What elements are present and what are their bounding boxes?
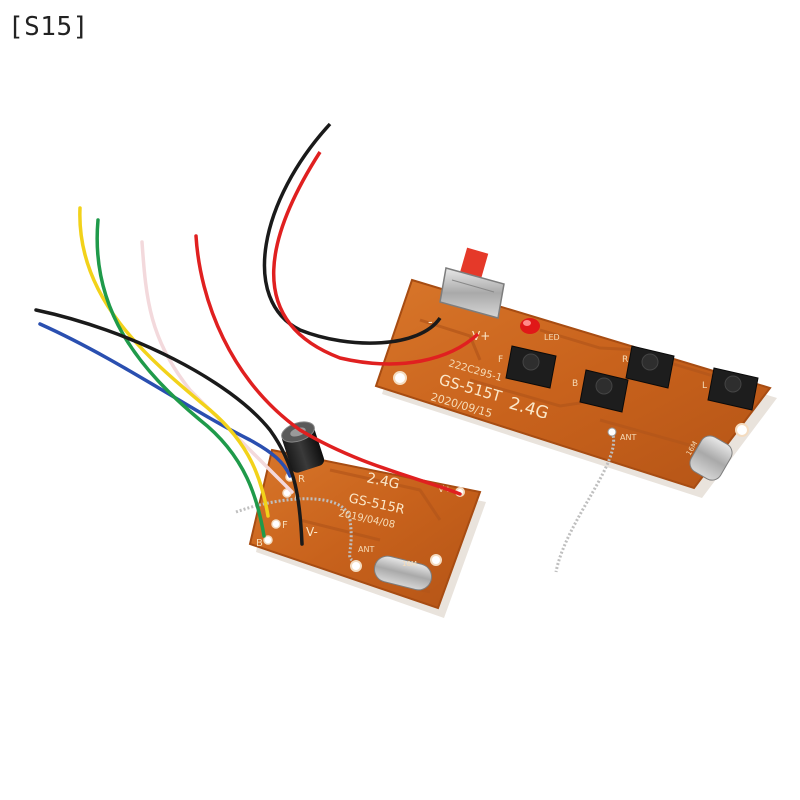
transmitter-pin-minus: -	[428, 315, 433, 330]
transmitter-wire-red	[272, 151, 480, 366]
receiver-wire-green	[95, 218, 266, 538]
led	[520, 318, 540, 334]
transmitter-button-l	[707, 367, 759, 411]
receiver-pin-b: B	[256, 538, 263, 549]
transmitter-button-label-b: B	[572, 379, 578, 389]
receiver-wires	[34, 206, 462, 546]
transmitter-board: - V+ LED 222C295-1 GS-515T 2020/09/15 2.…	[262, 122, 777, 573]
transmitter-button-r	[625, 345, 675, 389]
transmitter-pin-plus: V+	[472, 329, 490, 343]
receiver-wire-white	[140, 240, 294, 494]
receiver-board: 2.4G GS-515R 2019/04/08 R L F B V- V+ AN…	[235, 421, 486, 618]
receiver-ant-label: ANT	[358, 545, 374, 554]
transmitter-ant-label: ANT	[620, 433, 636, 442]
transmitter-button-label-f: F	[498, 355, 503, 365]
transmitter-button-label-l: L	[702, 381, 707, 391]
receiver-antenna	[235, 497, 354, 562]
slide-switch	[439, 247, 505, 319]
transmitter-button-f	[505, 345, 557, 389]
transmitter-led-label: LED	[544, 333, 560, 342]
receiver-pin-f: F	[282, 520, 288, 531]
transmitter-antenna	[554, 431, 616, 573]
receiver-wire-black	[34, 308, 304, 546]
receiver-crystal-label: 16M	[402, 560, 417, 568]
receiver-wire-blue	[38, 322, 292, 478]
transmitter-crystal	[689, 435, 733, 481]
receiver-wire-yellow	[78, 206, 270, 518]
receiver-wire-red	[194, 234, 462, 496]
transmitter-button-b	[579, 369, 629, 413]
transmitter-button-label-r: R	[622, 355, 628, 365]
image-tag: [S15]	[8, 12, 89, 42]
receiver-crystal	[373, 555, 433, 591]
receiver-frequency: 2.4G	[365, 470, 401, 493]
receiver-pin-vminus: V-	[306, 525, 318, 539]
receiver-pin-r: R	[298, 474, 305, 485]
